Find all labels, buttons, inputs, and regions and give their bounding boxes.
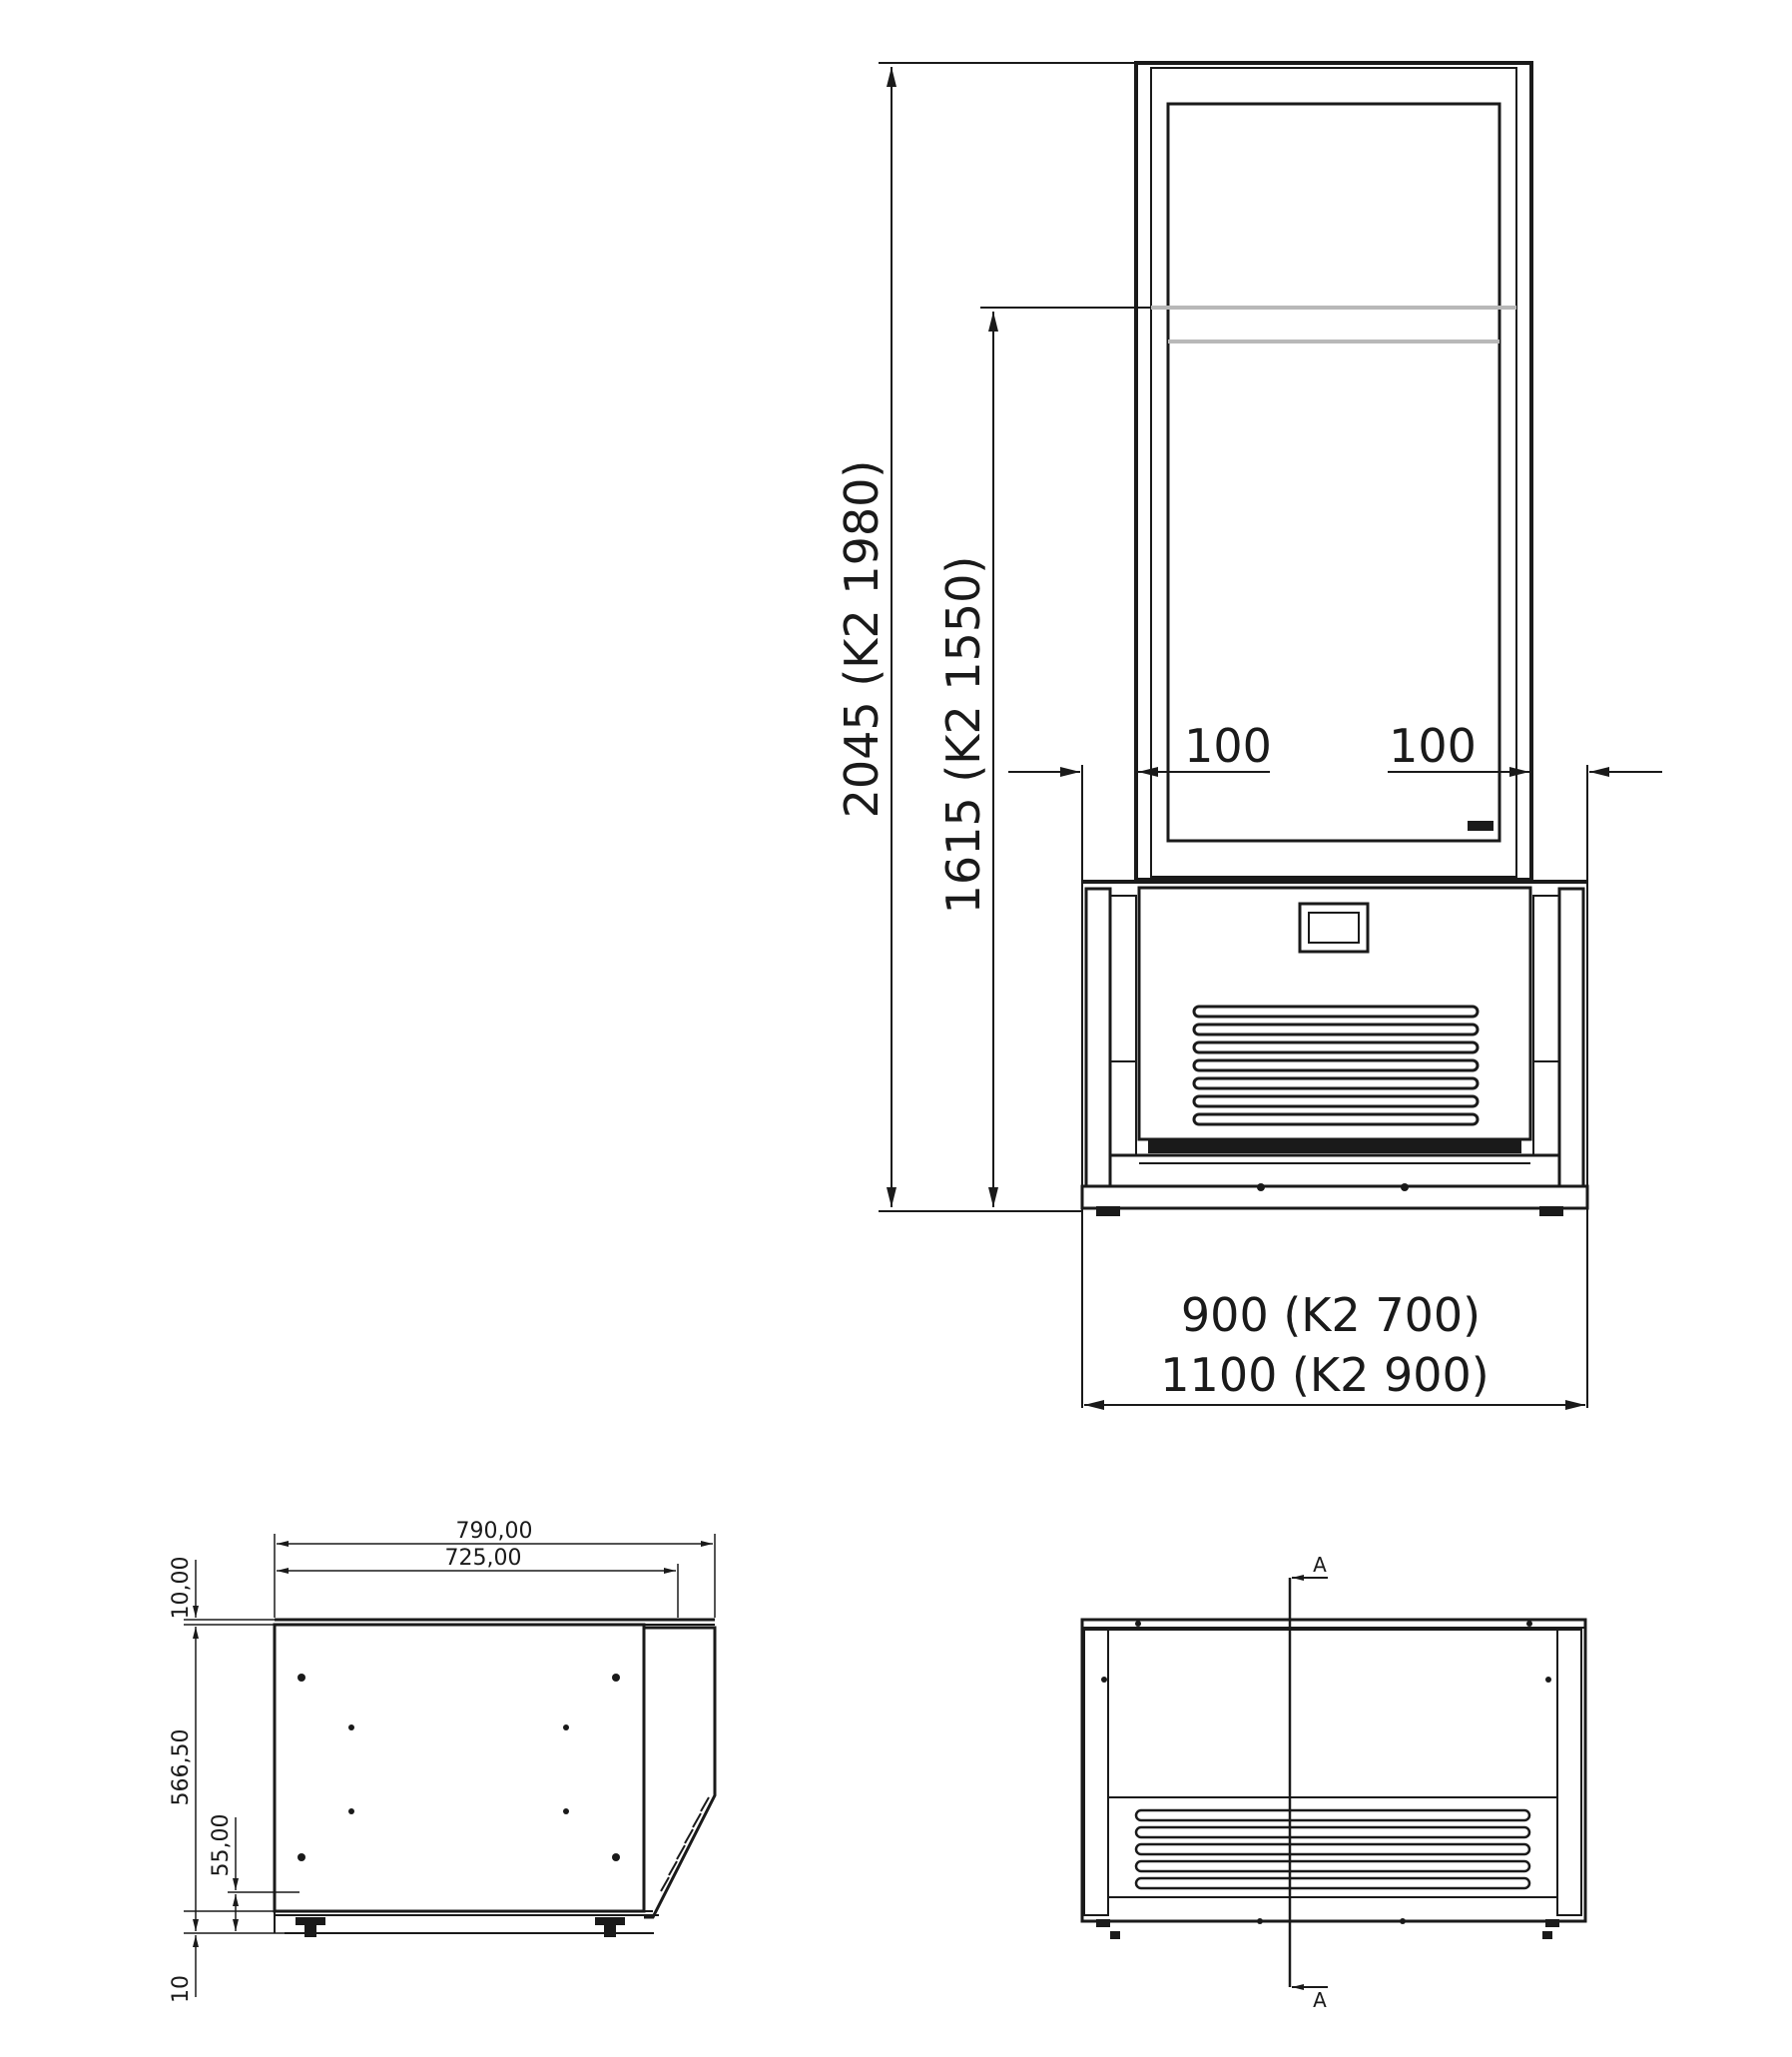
control-display — [1298, 902, 1370, 954]
base-unit — [1080, 880, 1589, 1216]
side-dots — [298, 1674, 620, 1861]
label-left-clearance: 100 — [1184, 719, 1272, 773]
label-depth-top: 725,00 — [445, 1546, 522, 1571]
label-right-clearance: 100 — [1389, 719, 1477, 773]
dim-shelf-height — [980, 307, 1151, 1207]
side-feet — [296, 1917, 625, 1937]
label-outer-width: 1100 (K2 900) — [1160, 1348, 1489, 1402]
front-view — [879, 61, 1662, 1410]
label-top-thickness: 10,00 — [169, 1557, 194, 1620]
side-dimensions — [184, 1534, 716, 1997]
dim-clearances — [1008, 765, 1662, 1408]
label-section-bottom: A — [1313, 1988, 1327, 2012]
dim-total-height — [879, 62, 1136, 1212]
label-total-height: 2045 (K2 1980) — [835, 460, 889, 819]
side-fins — [660, 1796, 710, 1892]
label-base-height: 55,00 — [209, 1814, 234, 1877]
rear-view — [1080, 1575, 1587, 1990]
rear-dots — [1096, 1621, 1559, 1939]
label-inner-width: 900 (K2 700) — [1181, 1288, 1481, 1342]
ventilation-grille — [1148, 1005, 1521, 1153]
section-line-a — [1288, 1575, 1328, 1990]
label-depth-total: 790,00 — [456, 1519, 533, 1544]
label-shelf-height: 1615 (K2 1550) — [936, 556, 990, 915]
side-view — [184, 1534, 717, 1997]
side-body — [273, 1618, 717, 1937]
shelf-line — [1151, 306, 1516, 343]
label-section-top: A — [1313, 1553, 1327, 1577]
label-body-height: 566,50 — [169, 1729, 194, 1806]
rear-grille — [1134, 1808, 1531, 1890]
label-foot-height: 10 — [169, 1975, 194, 2003]
